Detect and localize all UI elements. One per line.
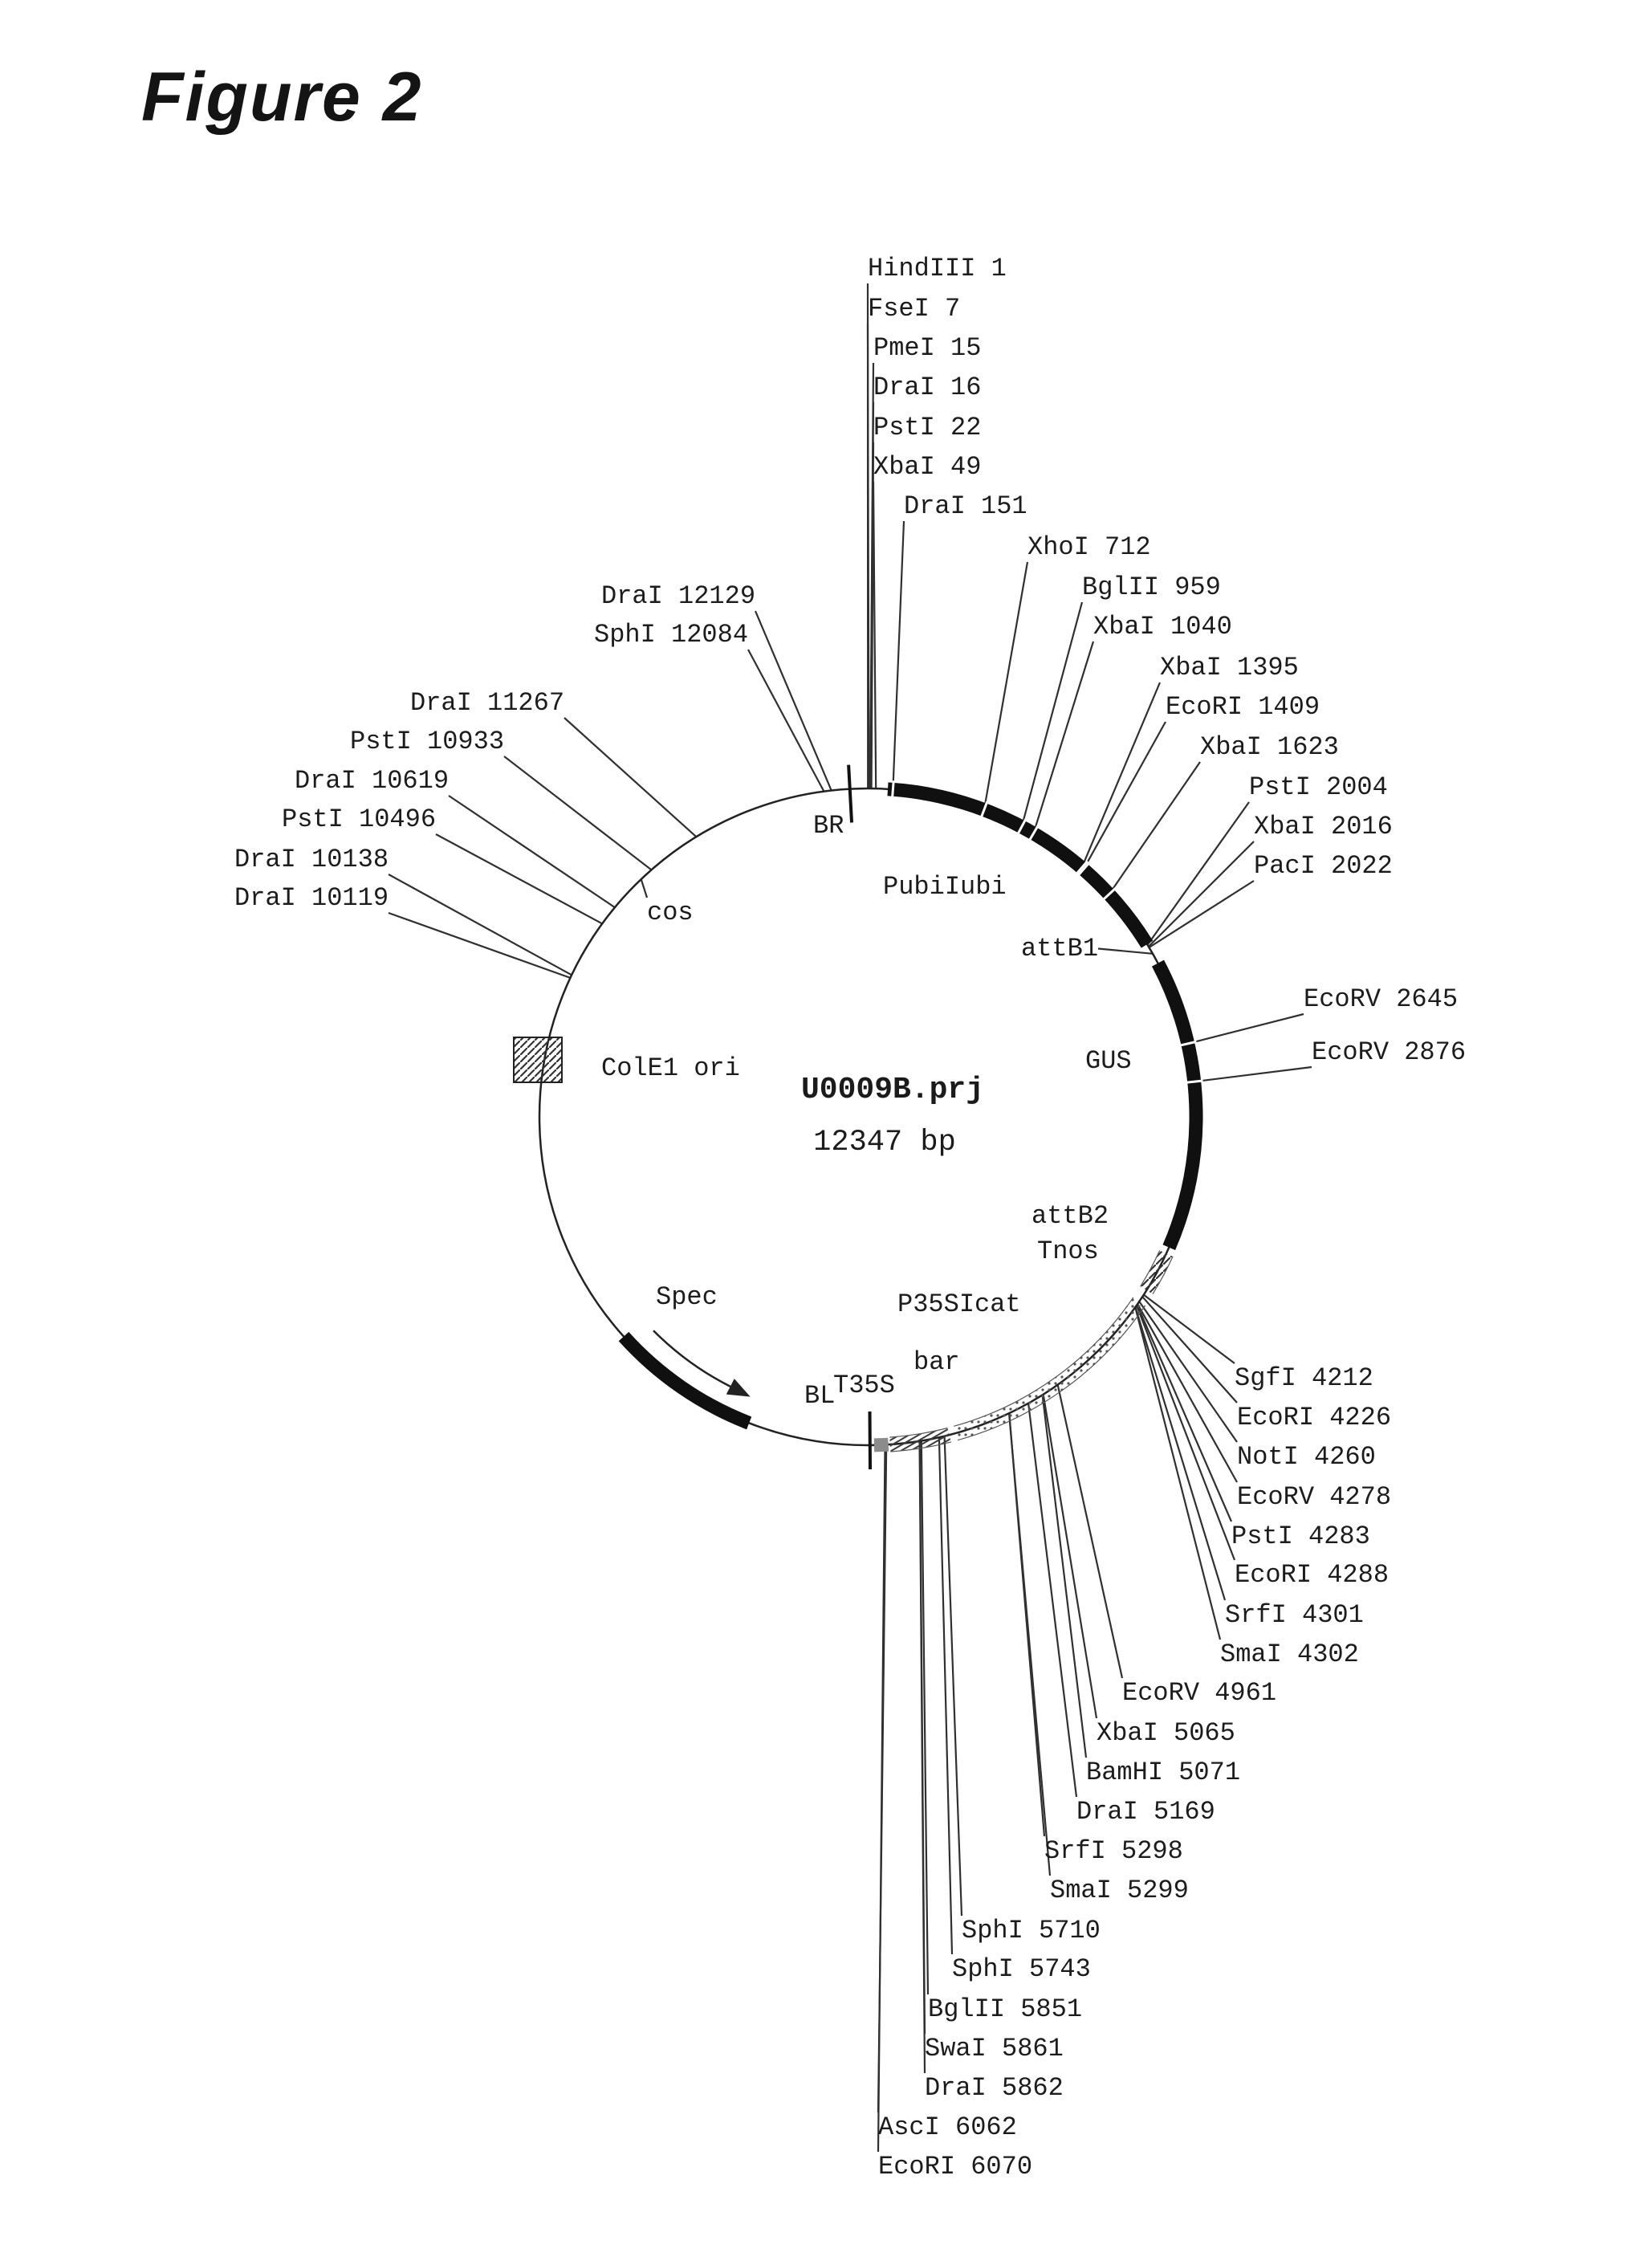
feature-label: Tnos <box>1037 1236 1099 1266</box>
site-label: EcoRI 1409 <box>1166 692 1320 722</box>
site-label: DraI 12129 <box>601 581 756 611</box>
site-label: FseI 7 <box>868 294 961 324</box>
plasmid-size: 12347 bp <box>813 1126 956 1159</box>
site-label: SphI 5710 <box>962 1916 1101 1945</box>
site-label: SphI 12084 <box>594 620 749 650</box>
site-label: XbaI 1040 <box>1093 612 1232 642</box>
site-label: SphI 5743 <box>952 1954 1091 1984</box>
site-label: SrfI 4301 <box>1225 1600 1364 1630</box>
figure-title: Figure 2 <box>141 59 423 136</box>
feature-label: ColE1 ori <box>601 1053 740 1083</box>
site-label: PstI 22 <box>873 413 982 442</box>
site-label: DraI 10119 <box>234 883 389 913</box>
site-label: PstI 4283 <box>1231 1522 1370 1551</box>
site-label: DraI 16 <box>873 373 982 402</box>
site-label: XbaI 1395 <box>1160 653 1299 682</box>
site-label: DraI 10138 <box>234 845 389 874</box>
site-label: NotI 4260 <box>1237 1442 1376 1472</box>
site-label: XbaI 1623 <box>1200 732 1339 762</box>
site-label: PmeI 15 <box>873 333 982 363</box>
site-label: EcoRI 6070 <box>878 2152 1033 2181</box>
site-label: DraI 5169 <box>1076 1797 1215 1827</box>
site-label: SrfI 5298 <box>1044 1836 1183 1866</box>
site-label: AscI 6062 <box>878 2112 1017 2142</box>
leader-lines <box>388 283 1312 2153</box>
site-label: EcoRV 4961 <box>1122 1678 1277 1708</box>
site-label: SmaI 4302 <box>1220 1640 1359 1669</box>
site-label: SgfI 4212 <box>1235 1363 1373 1393</box>
site-label: XhoI 712 <box>1027 532 1151 562</box>
feature-label: P35SIcat <box>897 1289 1021 1319</box>
site-label: DraI 11267 <box>410 688 565 718</box>
feature-label: T35S <box>833 1371 895 1400</box>
site-label: XbaI 2016 <box>1254 812 1393 841</box>
feature-label: PubiIubi <box>883 872 1007 902</box>
site-label: DraI 10619 <box>295 766 450 796</box>
site-label: PstI 2004 <box>1249 772 1388 802</box>
site-label: EcoRI 4226 <box>1237 1403 1392 1432</box>
site-label: SwaI 5861 <box>925 2034 1064 2063</box>
feature-label: bar <box>913 1347 960 1377</box>
feature-label: Spec <box>656 1282 718 1312</box>
site-label: DraI 5862 <box>925 2073 1064 2103</box>
site-label: BamHI 5071 <box>1086 1758 1241 1787</box>
site-label: XbaI 49 <box>873 452 982 482</box>
site-label: BglII 959 <box>1082 572 1221 602</box>
feature-label: attB1 <box>1021 934 1099 963</box>
site-label: SmaI 5299 <box>1050 1876 1189 1905</box>
site-label: BglII 5851 <box>928 1994 1083 2024</box>
site-label: EcoRV 2876 <box>1312 1037 1467 1067</box>
site-label: PacI 2022 <box>1254 851 1393 881</box>
feature-label: attB2 <box>1031 1201 1109 1231</box>
site-label: XbaI 5065 <box>1097 1718 1235 1748</box>
site-label: EcoRI 4288 <box>1235 1560 1390 1590</box>
site-ticks <box>847 764 1203 1470</box>
site-label: EcoRV 4278 <box>1237 1482 1392 1512</box>
feature-label: GUS <box>1085 1046 1132 1076</box>
site-label: HindIII 1 <box>868 254 1007 283</box>
site-label: DraI 151 <box>904 491 1027 521</box>
feature-label: cos <box>647 898 694 927</box>
site-label: PstI 10933 <box>350 727 505 756</box>
feature-label: BL <box>804 1381 836 1411</box>
feature-label: BR <box>813 811 844 841</box>
feature-arcs <box>513 782 1203 1452</box>
plasmid-name: U0009B.prj <box>800 1073 985 1107</box>
site-label: EcoRV 2645 <box>1304 984 1459 1014</box>
site-label: PstI 10496 <box>282 805 437 834</box>
